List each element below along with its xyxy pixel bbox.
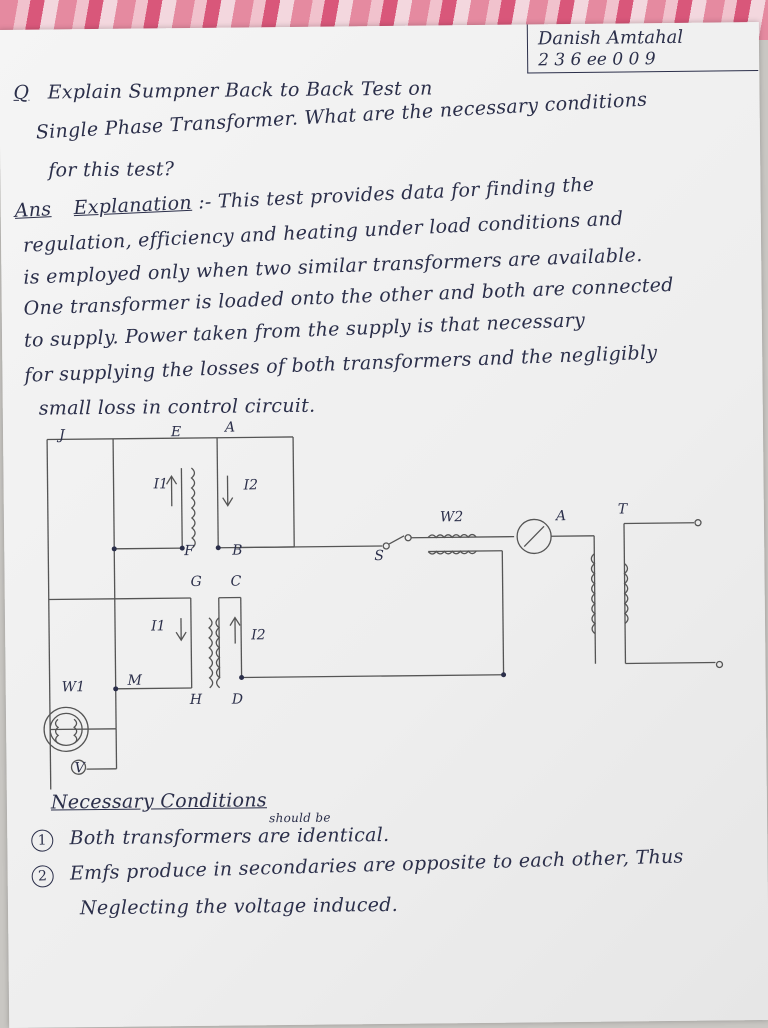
- circuit-diagram: [0, 22, 767, 810]
- condition-item-1: 1 Both transformers are identical.: [31, 824, 389, 852]
- voltmeter-label-v: V: [74, 760, 84, 776]
- node-label-c: C: [231, 573, 242, 589]
- node-label-m: M: [128, 673, 143, 689]
- condition-item-3: Neglecting the voltage induced.: [80, 894, 398, 919]
- notebook-page: Danish Amtahal 2 3 6 ee 0 0 9 Q Explain …: [0, 22, 768, 1028]
- condition-item-2: 2 Emfs produce in secondaries are opposi…: [31, 846, 684, 888]
- wattmeter-label-w1: W1: [62, 679, 85, 695]
- node-label-b: B: [232, 542, 242, 558]
- current-label-i2-top: I2: [243, 477, 258, 493]
- node-label-g: G: [191, 574, 202, 590]
- condition-text-1: Both transformers are identical.: [69, 824, 389, 849]
- wattmeter-label-w2: W2: [440, 509, 463, 525]
- node-label-d: D: [232, 691, 243, 707]
- switch-label-s: S: [374, 548, 384, 564]
- condition-number-2: 2: [31, 865, 54, 888]
- node-label-j: J: [59, 427, 65, 443]
- condition-text-2: Emfs produce in secondaries are opposite…: [70, 846, 684, 885]
- current-label-i2-bottom: I2: [251, 627, 266, 643]
- conditions-heading: Necessary Conditions: [51, 789, 267, 813]
- current-label-i1-top: I1: [153, 476, 168, 492]
- condition-number-1: 1: [31, 829, 53, 851]
- condition-1-insert: should be: [269, 811, 331, 826]
- current-label-i1-bottom: I1: [151, 618, 166, 634]
- ammeter-label-a: A: [556, 508, 566, 524]
- node-label-f: F: [184, 543, 194, 559]
- node-label-a: A: [225, 420, 235, 436]
- node-label-e: E: [171, 424, 181, 440]
- terminal-label-t: T: [618, 501, 628, 517]
- node-label-h: H: [190, 692, 202, 708]
